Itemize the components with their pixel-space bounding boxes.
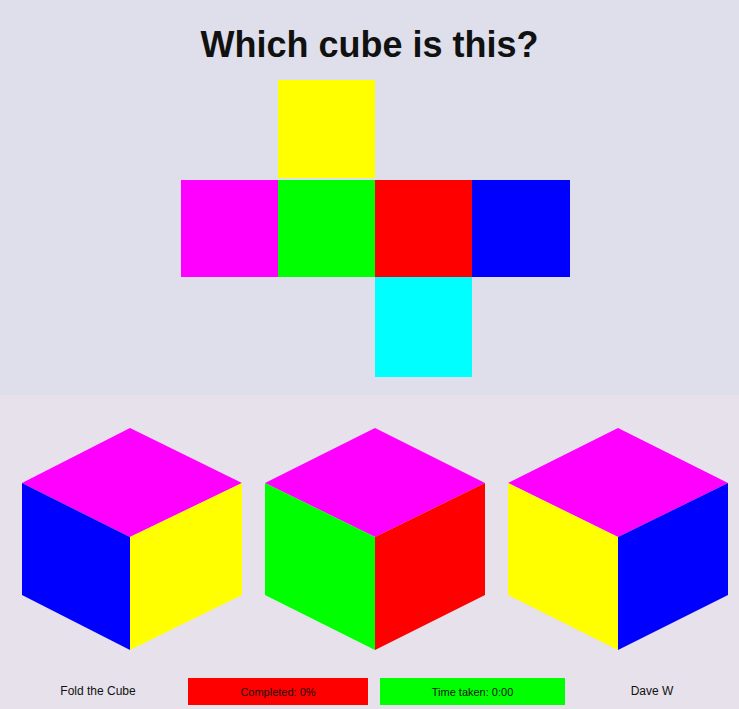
net-face bbox=[278, 180, 375, 277]
cube-face bbox=[508, 483, 618, 650]
footer-label: Dave W bbox=[631, 684, 674, 698]
cube-face bbox=[22, 483, 130, 650]
net-face bbox=[181, 180, 278, 277]
footer-label-holder: Dave W bbox=[572, 681, 732, 701]
progress-box: Completed: 0% bbox=[188, 678, 368, 705]
title-holder: Which cube is this? bbox=[0, 22, 739, 68]
status-text: Time taken: 0:00 bbox=[432, 686, 514, 698]
footer-label: Fold the Cube bbox=[60, 684, 135, 698]
cube-face bbox=[130, 483, 242, 650]
cube-face bbox=[265, 483, 375, 650]
status-text: Completed: 0% bbox=[240, 686, 315, 698]
net-face bbox=[375, 277, 472, 377]
puzzle-title: Which cube is this? bbox=[200, 24, 538, 66]
cube-net bbox=[181, 80, 570, 377]
timer-box: Time taken: 0:00 bbox=[380, 678, 565, 705]
footer-label-holder: Fold the Cube bbox=[18, 681, 178, 701]
lower-ground bbox=[0, 395, 739, 709]
upper-ground bbox=[0, 0, 739, 395]
cube-option bbox=[22, 428, 242, 650]
cube-face bbox=[618, 483, 728, 650]
cube-face bbox=[375, 483, 485, 650]
cube-option bbox=[265, 428, 485, 650]
cube-option bbox=[508, 428, 728, 650]
net-face bbox=[375, 180, 472, 277]
net-face bbox=[472, 180, 570, 277]
net-face bbox=[278, 80, 375, 178]
